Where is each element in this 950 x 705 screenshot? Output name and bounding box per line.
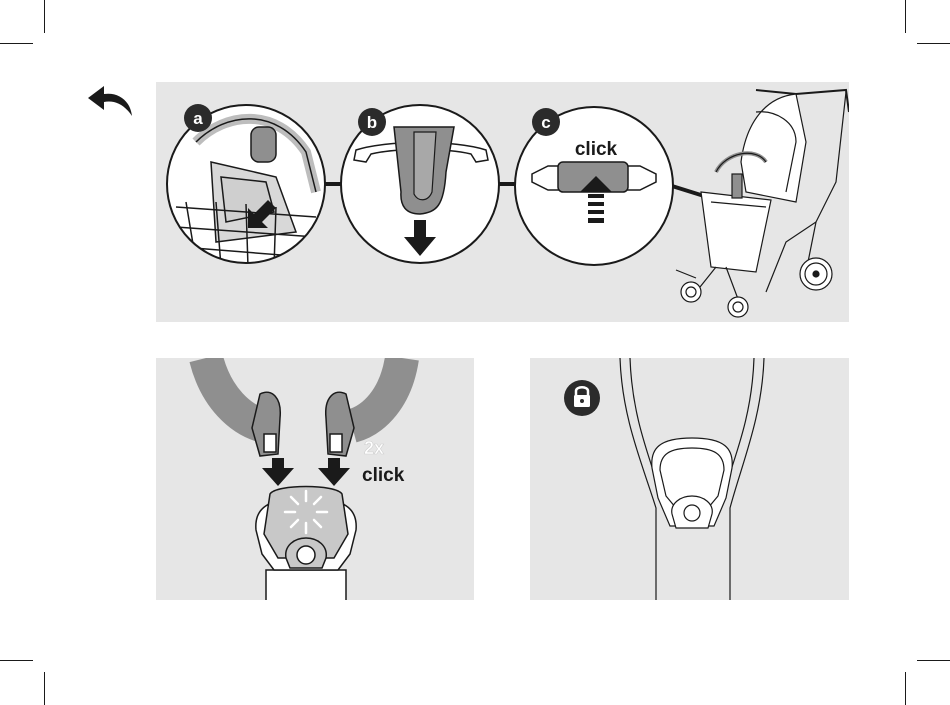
crop-mark [44, 0, 45, 33]
click-label-bl: click [362, 465, 405, 486]
right-buckle-tongue [326, 392, 354, 456]
crop-mark [44, 672, 45, 705]
left-buckle-tongue [252, 392, 280, 456]
badge-c-label: c [541, 113, 550, 132]
steps-panel: a b click c [156, 82, 849, 322]
harness-click-panel: 2x click [156, 358, 474, 600]
badge-b-label: b [367, 113, 377, 132]
crop-mark [917, 660, 950, 661]
badge-a-label: a [193, 109, 203, 128]
count-label: 2x [364, 438, 384, 458]
step-c-badge: c [532, 108, 560, 136]
crop-mark [905, 0, 906, 33]
step-b-badge: b [358, 108, 386, 136]
lock-icon [564, 380, 600, 416]
stroller-illustration [676, 90, 849, 317]
harness-locked-panel [530, 358, 849, 600]
crop-mark [0, 660, 33, 661]
buckle-housing [256, 487, 356, 601]
crop-mark [0, 43, 33, 44]
step-a-badge: a [184, 104, 212, 132]
crop-mark [917, 43, 950, 44]
click-label-c: click [575, 139, 618, 160]
shoulder-pads [206, 358, 402, 426]
crop-mark [905, 672, 906, 705]
back-arrow-icon[interactable] [84, 78, 144, 128]
locked-harness [620, 358, 764, 600]
